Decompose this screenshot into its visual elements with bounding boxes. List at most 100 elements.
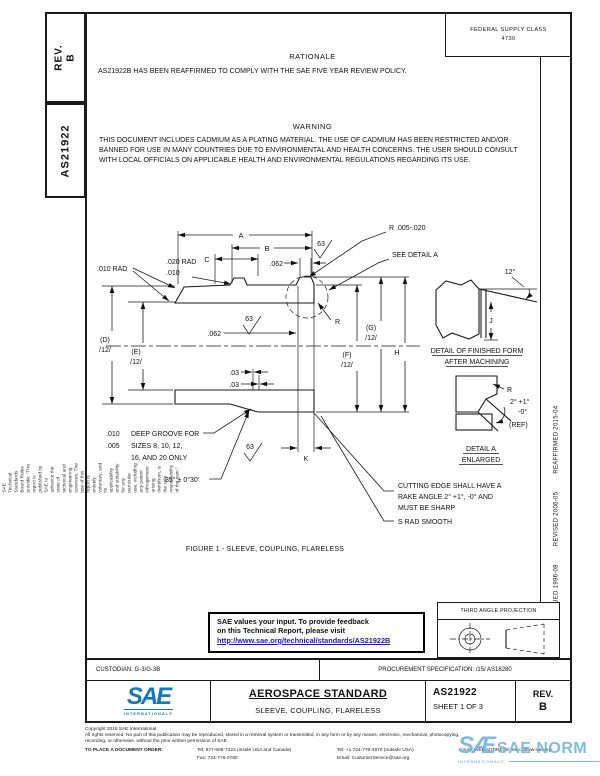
copyright-line: Copyright 2015 SAE International [85,727,157,732]
warning-text: THIS DOCUMENT INCLUDES CADMIUM AS A PLAT… [99,137,518,165]
finish-check-bore [242,315,262,335]
finish-63-groove: 63 [246,444,254,451]
detail-a-title-1: DETAIL A [466,446,496,453]
dim-label-b: B [264,244,269,253]
dim-label-a: A [238,231,243,240]
angle-12-label: 12° [505,268,516,276]
figure-caption: FIGURE 1 - SLEEVE, COUPLING, FLARELESS [185,546,345,553]
rights-line-1: All rights reserved. No part of this pub… [85,733,460,739]
finish-check-groove [243,442,263,462]
detail-a-ref: (REF) [509,422,528,429]
dim-label-e: (E) [131,349,140,356]
groove-depth-max: .010 [106,431,120,438]
dims-left: (D) /12/ (E) /12/ [99,285,176,405]
rationale-text: AS21922B HAS BEEN REAFFIRMED TO COMPLY W… [98,68,407,75]
groove-note-2: SIZES 8, 10, 12, [131,443,182,450]
dim-note-e: /12/ [130,359,142,366]
rev-cell: REV. B [516,681,570,721]
dim-label-d: (D) [100,337,110,344]
order-info-row-2: Fax: 724-776-0790 Email: CustomerService… [85,756,572,762]
groove-depth-min: .005 [106,443,120,450]
detail-finished-form: 12° J DETAIL OF FINISHED FORM AFTER MACH… [431,268,538,367]
detail-form-title-1: DETAIL OF FINISHED FORM [431,348,524,355]
dim-label-03-1: .03 [229,370,239,377]
reaffirmed-date: REAFFIRMED 2015-04 [553,405,560,474]
groove-note-3: 16, AND 20 ONLY [131,455,188,462]
watermark-subtext: INTERNATIONAL® [458,759,505,764]
dims-right: (F) /12/ (G) /12/ H [313,276,409,413]
note-020-rad: .020 RAD [166,259,196,266]
revision-dates: ISSUED 1996-08 REVISED 2006-05 REAFFIRME… [541,380,571,640]
dims-bottom: .062 63 .03 .03 K [207,315,331,463]
projection-title: THIRD ANGLE PROJECTION [438,603,559,620]
groove-note-1: DEEP GROOVE FOR [131,431,199,438]
rev-cell-value: B [539,701,547,713]
dates-column-divider [540,57,541,602]
note-010-rad: .010 RAD [97,266,127,273]
note-r-corner: R [335,319,340,326]
third-angle-projection-symbol [450,623,545,655]
document-number-box: AS21922 [45,103,86,198]
fsc-label: FEDERAL SUPPLY CLASS [470,27,547,33]
note-35-angle: 35° ± 0°30' [165,476,199,484]
third-angle-projection-box: THIRD ANGLE PROJECTION [437,602,560,658]
finish-63-bore: 63 [245,316,253,323]
rights-line-2: recording, or otherwise, without the pri… [85,739,229,745]
copyright-block: Copyright 2015 SAE International All rig… [85,727,572,762]
order-info-row-1: TO PLACE A DOCUMENT ORDER: Tel: 877-606-… [85,748,572,754]
dim-note-g: /12/ [365,335,377,342]
watermark-rule [508,761,600,762]
sae-logo-subtext: INTERNATIONAL® [123,708,174,716]
dim-label-062-top: .062 [269,261,283,268]
dim-note-d: /12/ [99,347,111,354]
rev-box: REV.B [45,12,86,103]
feedback-box: SAE values your input. To provide feedba… [208,612,425,653]
document-number: AS21922 [59,124,72,177]
watermark: SÆ SAE NORM INTERNATIONAL® [458,734,600,764]
detail-a-angle-2: -0° [518,408,527,416]
cutting-note-2: RAKE ANGLE 2° +1°, -0° AND [398,493,493,501]
detail-a-radius-label: R [507,387,512,394]
rev-value: B [65,53,77,62]
tel-outside: Tel: +1 724-776-4970 (outside USA) [337,747,414,753]
title-block-row-1: CUSTODIAN: G-3/G-3B PROCUREMENT SPECIFIC… [85,658,572,680]
fax-number: Fax: 724-776-0790 [197,755,238,761]
detail-form-title-2: AFTER MACHINING [445,359,510,366]
document-number-cell: AS21922 [433,687,477,698]
dim-label-f: (F) [343,352,352,359]
sae-logo: SAE INTERNATIONAL® [87,681,211,721]
dim-label-h: H [394,348,399,357]
rev-label: REV. [53,44,65,71]
detail-a-title-2: ENLARGED [462,457,501,464]
custodian-cell: CUSTODIAN: G-3/G-3B [87,660,320,680]
detail-a-angle-1: 2° +1° [510,398,530,406]
feedback-link[interactable]: http://www.sae.org/technical/standards/A… [217,635,391,645]
left-margin-disclaimer: SAE reviews each technical report at lea… [2,195,181,760]
title-block-row-2: SAE INTERNATIONAL® AEROSPACE STANDARD SL… [85,680,572,723]
revised-date: REVISED 2006-05 [553,491,560,547]
cutting-note-1: CUTTING EDGE SHALL HAVE A [398,483,502,490]
procurement-cell: PROCUREMENT SPECIFICATION: /15/ AS18280 [378,667,512,673]
dim-label-k: K [304,456,309,463]
note-020-rad-min: .010 [166,270,180,277]
technical-drawing: A B C .062 63 (D) /12/ (E) /12/ (F) /12/… [97,225,538,526]
order-label: TO PLACE A DOCUMENT ORDER: [85,747,163,753]
dims-top: A B C .062 63 [177,231,333,284]
detail-a-enlarged: R 2° +1° -0° (REF) DETAIL A ENLARGED [455,375,530,465]
feedback-line-2: on this Technical Report, please visit [217,626,345,636]
drawing-notes: .010 RAD .020 RAD .010 R .005-.020 SEE D… [97,225,502,526]
sleeve-section [106,275,420,452]
rationale-heading: RATIONALE [289,52,336,61]
dim-label-c: C [204,255,210,264]
note-s-rad: S RAD SMOOTH [398,519,452,526]
tel-inside: Tel: 877-606-7323 (inside USA and Canada… [197,747,292,753]
detail-a-callout-circle [285,275,329,319]
dim-label-062-bore: .062 [207,331,221,338]
sae-logo-text: SAE [126,683,172,711]
document-type: AEROSPACE STANDARD [248,687,388,700]
rev-cell-label: REV. [532,689,554,699]
warning-heading: WARNING [292,122,333,131]
dim-note-f: /12/ [341,362,353,369]
finish-63-top: 63 [317,241,325,248]
watermark-name: SAE NORM [497,740,588,757]
